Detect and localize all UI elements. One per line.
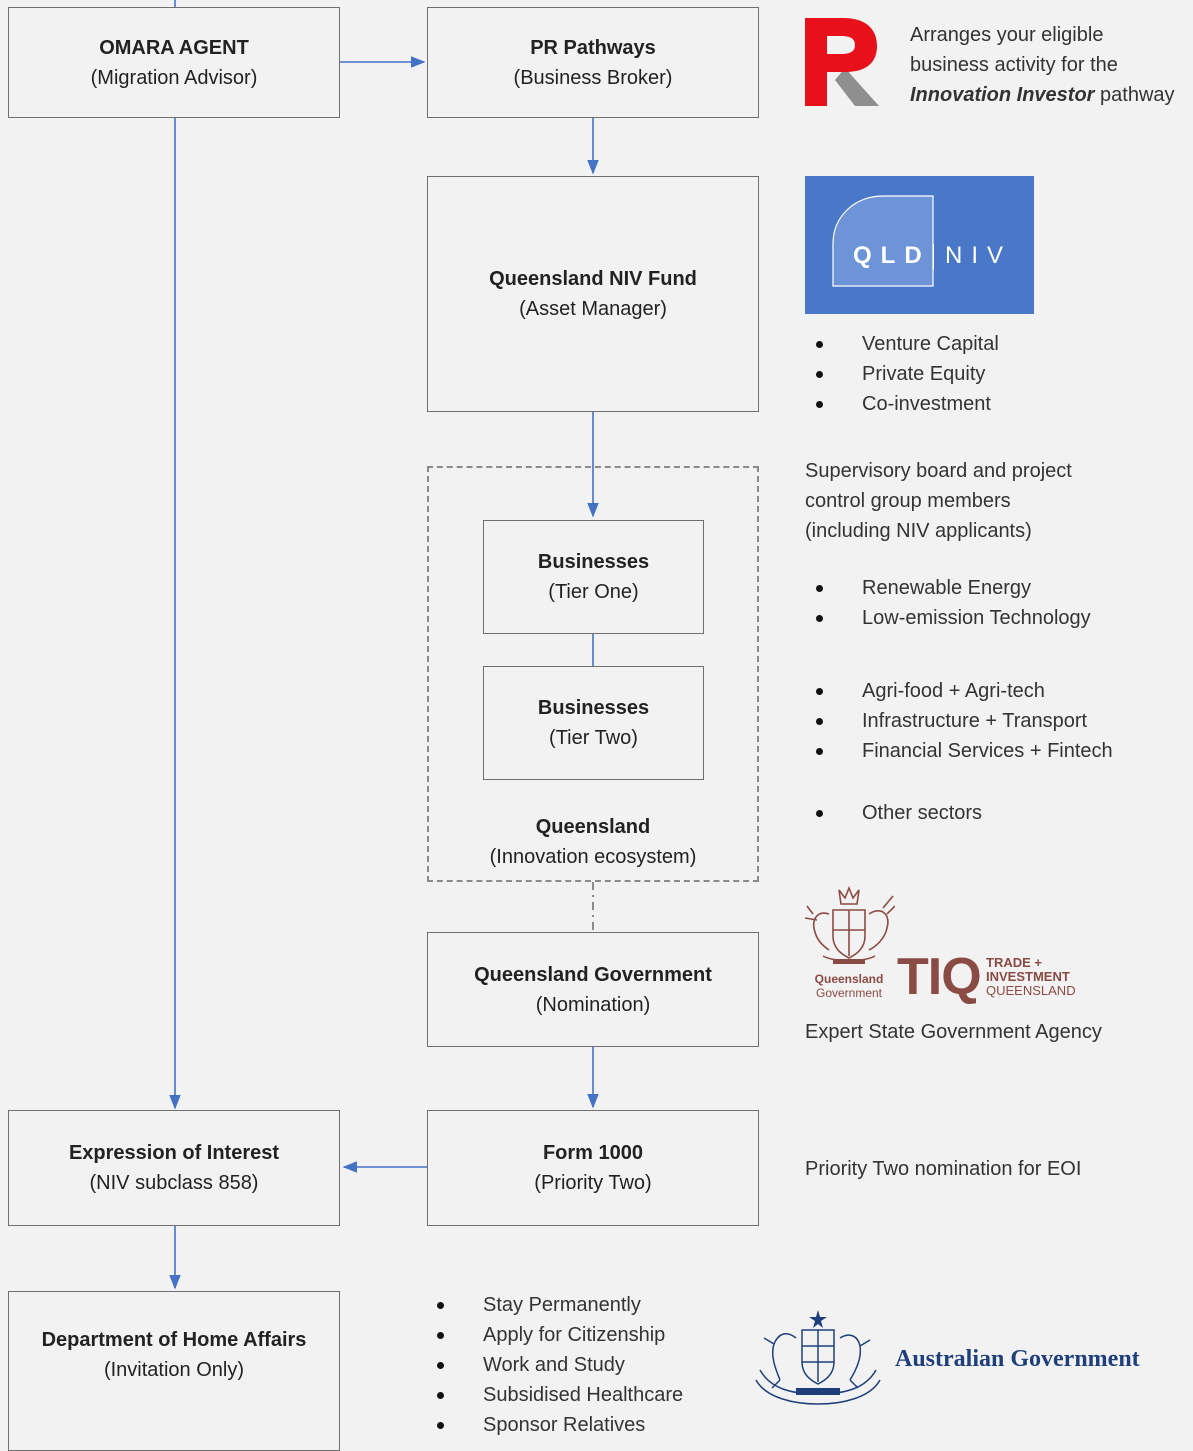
tier1-subtitle: (Tier One) xyxy=(548,581,639,603)
dha-subtitle: (Invitation Only) xyxy=(103,1358,245,1381)
form-title: Form 1000 xyxy=(542,1142,644,1164)
tiq-line1: TRADE + xyxy=(986,955,1042,970)
tier-one-box: Businesses (Tier One) xyxy=(483,520,704,634)
eoi-subtitle: (NIV subclass 858) xyxy=(89,1172,259,1194)
omara-title: OMARA AGENT xyxy=(99,36,249,59)
eoi-title: Expression of Interest xyxy=(68,1142,280,1164)
dha-title: Department of Home Affairs xyxy=(41,1328,307,1351)
form-1000-box: Form 1000 (Priority Two) xyxy=(427,1110,759,1226)
pr-pathways-note: Arranges your eligible business activity… xyxy=(910,24,1175,106)
qld-niv-logo: QLD NIV xyxy=(805,176,1034,314)
ecosystem-label: Queensland (Innovation ecosystem) xyxy=(427,812,759,872)
priority-note: Priority Two nomination for EOI xyxy=(805,1158,1082,1180)
qld-gov-line1: Queensland xyxy=(814,972,884,986)
omara-agent-box: OMARA AGENT (Migration Advisor) xyxy=(8,7,340,118)
tier2-title: Businesses xyxy=(537,697,650,719)
form-subtitle: (Priority Two) xyxy=(534,1172,652,1194)
qld-niv-right: NIV xyxy=(945,242,1013,269)
list-item: Co-investment xyxy=(805,389,999,419)
ecosystem-title: Queensland xyxy=(535,816,651,838)
tiq-line3: QUEENSLAND xyxy=(986,983,1076,998)
list-item: Stay Permanently xyxy=(426,1290,683,1320)
list-item: Venture Capital xyxy=(805,329,999,359)
home-affairs-box: Department of Home Affairs (Invitation O… xyxy=(8,1291,340,1451)
list-item: Low-emission Technology xyxy=(805,603,1091,633)
australian-government-crest-logo xyxy=(750,1308,886,1408)
omara-subtitle: (Migration Advisor) xyxy=(90,66,258,89)
australian-government-wordmark: Australian Government xyxy=(895,1346,1140,1372)
list-item: Private Equity xyxy=(805,359,999,389)
qld-niv-left: QLD xyxy=(853,242,931,269)
list-item: Infrastructure + Transport xyxy=(805,706,1113,736)
sector-list-a: Renewable Energy Low-emission Technology xyxy=(805,573,1091,633)
qld-government-crest-logo: Queensland Government xyxy=(803,884,895,1002)
tiq-line2: INVESTMENT xyxy=(986,969,1070,984)
fund-subtitle: (Asset Manager) xyxy=(519,298,667,320)
list-item: Renewable Energy xyxy=(805,573,1091,603)
list-item: Sponsor Relatives xyxy=(426,1410,683,1440)
pr-title: PR Pathways xyxy=(530,36,656,59)
board-note: Supervisory board and project control gr… xyxy=(805,460,1072,542)
fund-bullet-list: Venture Capital Private Equity Co-invest… xyxy=(805,329,999,419)
list-item: Apply for Citizenship xyxy=(426,1320,683,1350)
tier1-title: Businesses xyxy=(537,551,650,573)
agency-note: Expert State Government Agency xyxy=(805,1021,1102,1043)
qgov-subtitle: (Nomination) xyxy=(535,993,651,1016)
benefits-list: Stay Permanently Apply for Citizenship W… xyxy=(426,1290,683,1440)
list-item: Other sectors xyxy=(805,798,982,828)
fund-title: Queensland NIV Fund xyxy=(489,268,697,290)
pr-subtitle: (Business Broker) xyxy=(513,66,673,89)
qld-government-box: Queensland Government (Nomination) xyxy=(427,932,759,1047)
eoi-box: Expression of Interest (NIV subclass 858… xyxy=(8,1110,340,1226)
niv-fund-box: Queensland NIV Fund (Asset Manager) xyxy=(427,176,759,412)
qgov-title: Queensland Government xyxy=(474,963,712,986)
innovation-ecosystem-frame xyxy=(427,466,759,882)
qld-gov-line2: Government xyxy=(815,986,883,1000)
tier2-subtitle: (Tier Two) xyxy=(549,727,638,749)
ecosystem-subtitle: (Innovation ecosystem) xyxy=(489,846,697,868)
list-item: Agri-food + Agri-tech xyxy=(805,676,1113,706)
tier-two-box: Businesses (Tier Two) xyxy=(483,666,704,780)
tiq-logo: TIQ TRADE + INVESTMENT QUEENSLAND xyxy=(897,948,1097,1006)
tiq-mark: TIQ xyxy=(897,948,982,1006)
pr-pathways-logo xyxy=(805,18,879,106)
sector-list-c: Other sectors xyxy=(805,798,982,828)
pr-pathways-box: PR Pathways (Business Broker) xyxy=(427,7,759,118)
list-item: Subsidised Healthcare xyxy=(426,1380,683,1410)
list-item: Financial Services + Fintech xyxy=(805,736,1113,766)
list-item: Work and Study xyxy=(426,1350,683,1380)
sector-list-b: Agri-food + Agri-tech Infrastructure + T… xyxy=(805,676,1113,766)
